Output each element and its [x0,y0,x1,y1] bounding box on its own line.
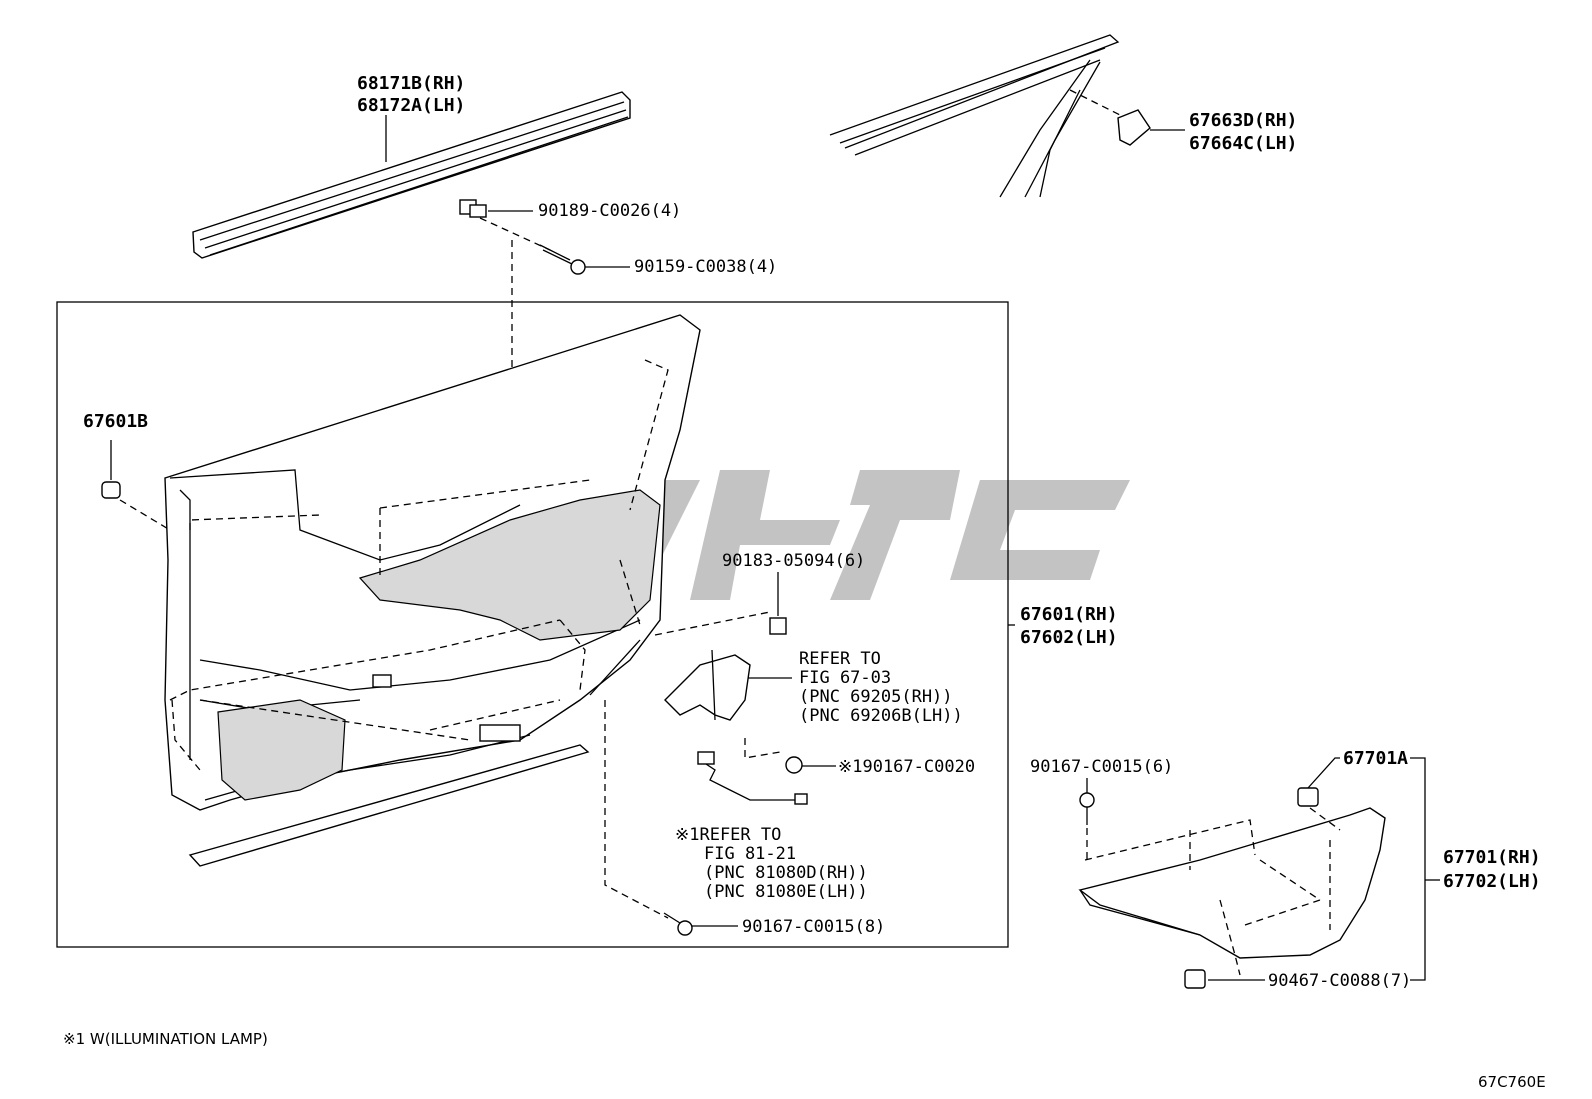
inside-handle-part [664,649,751,721]
speaker-grille [217,699,346,801]
screw-90159 [539,244,586,275]
clip-90467 [1184,969,1206,989]
label-clip-90467: 90467-C0088(7) [1268,971,1411,991]
armrest-switch-module [358,489,661,641]
lower-panel-part [1078,807,1386,959]
lower-trim-strip [188,744,590,867]
screw-90167-c0015-6 [1079,792,1095,825]
label-screw-90159: 90159-C0038(4) [634,257,777,277]
label-handle-ref-4: (PNC 69206B(LH)) [799,706,963,726]
label-handle-ref-1: REFER TO [799,649,881,669]
corner-cover-part [1117,109,1151,146]
glass-run-part [829,34,1120,198]
label-lamp-ref-3: (PNC 81080D(RH)) [704,863,868,883]
belt-moulding-part [192,91,631,259]
label-screw-90167-c0020: ※190167-C0020 [838,757,975,777]
label-clip-90189: 90189-C0026(4) [538,201,681,221]
clip-67701a [1297,787,1319,807]
label-panel-rh: 67601(RH) [1020,604,1118,625]
clip-90189 [459,199,487,218]
label-panel-lh: 67602(LH) [1020,627,1118,648]
label-belt-rh: 68171B(RH) [357,73,465,94]
label-cover-rh: 67663D(RH) [1189,110,1297,131]
diagram-code: 67C760E [1478,1073,1546,1091]
label-lower-lh: 67702(LH) [1443,871,1541,892]
label-lamp-ref-2: FIG 81-21 [704,844,796,864]
screw-90167-c0020 [785,756,803,774]
label-lamp-ref-4: (PNC 81080E(LH)) [704,882,868,902]
label-belt-lh: 68172A(LH) [357,95,465,116]
clip-90183 [769,617,787,635]
label-clip-67601b: 67601B [83,411,148,432]
label-handle-ref-2: FIG 67-03 [799,668,891,688]
label-clip-67701a: 67701A [1343,748,1408,769]
door-trim-panel [164,314,701,811]
illumination-lamp-harness [697,751,808,805]
label-handle-ref-3: (PNC 69205(RH)) [799,687,953,707]
label-cover-lh: 67664C(LH) [1189,133,1297,154]
label-lamp-ref-1: ※1REFER TO [675,825,781,845]
clip-67601b [101,481,121,499]
label-screw-90167-6: 90167-C0015(6) [1030,757,1173,777]
footnote: ※1 W(ILLUMINATION LAMP) [63,1030,268,1048]
label-clip-90183: 90183-05094(6) [722,551,865,571]
label-lower-rh: 67701(RH) [1443,847,1541,868]
label-screw-90167-8: 90167-C0015(8) [742,917,885,937]
screw-90167-c0015-8 [663,912,693,936]
